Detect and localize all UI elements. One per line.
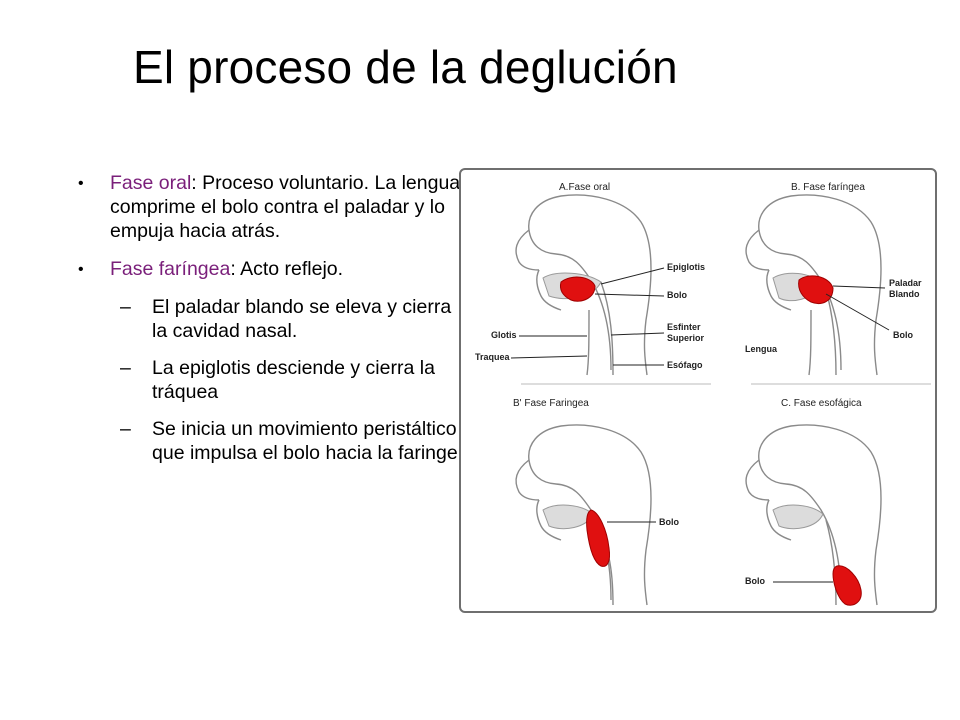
subitem-text: La epiglotis desciende y cierra la tráqu… (152, 356, 435, 403)
sub-dash: – (120, 295, 131, 318)
head-profile-c (758, 424, 882, 606)
panel-heading-c: C. Fase esofágica (781, 398, 862, 409)
arrow-esfinter (610, 332, 665, 336)
label-bolo-c: Bolo (745, 576, 765, 586)
pharynx-c (825, 519, 837, 606)
label-lengua: Lengua (745, 344, 778, 354)
panel-fase-oral: A.Fase oral Epiglotis Bolo Esfinter Supe… (475, 182, 705, 376)
arrow-bolo-b (825, 293, 890, 331)
sub-dash: – (120, 356, 131, 379)
label-glotis: Glotis (491, 330, 517, 340)
panel-heading-b2: B' Fase Faringea (513, 398, 589, 409)
nose-b (745, 229, 770, 271)
term-fase-faringea: Fase faríngea (110, 257, 231, 280)
tongue-c (772, 504, 824, 530)
subitem-epiglotis: – La epiglotis desciende y cierra la trá… (78, 357, 470, 405)
panel-heading-b: B. Fase faríngea (791, 182, 865, 193)
label-bolo-b: Bolo (893, 330, 913, 340)
bullet-dot: • (78, 175, 84, 192)
panel-fase-faringea-b2: B' Fase Faringea Bolo (513, 398, 679, 606)
bolus-a (560, 276, 596, 302)
arrow-paladar (832, 285, 886, 289)
label-superior: Superior (667, 333, 705, 343)
label-esfinter: Esfinter (667, 322, 701, 332)
page-title: El proceso de la deglución (133, 41, 678, 93)
pharynx-a (600, 281, 614, 376)
arrow-bolo-a (594, 293, 665, 297)
bullet-fase-oral: • Fase oral: Proceso voluntario. La leng… (78, 172, 470, 244)
subitem-text: Se inicia un movimiento peristáltico que… (152, 417, 464, 464)
bullet-fase-faringea: • Fase faríngea: Acto reflejo. (78, 258, 470, 282)
label-paladar: Paladar (889, 278, 922, 288)
trachea-a (586, 309, 590, 376)
bullet-dot: • (78, 260, 84, 278)
bolus-b (798, 275, 834, 304)
subitem-paladar: – El paladar blando se eleva y cierra la… (78, 296, 470, 344)
jaw-a (536, 269, 562, 311)
diagram-svg: A.Fase oral Epiglotis Bolo Esfinter Supe… (475, 182, 931, 606)
bolus-b2 (586, 509, 610, 567)
text-fase-oral: : Proceso voluntario. La lengua comprime… (110, 172, 461, 242)
arrow-traquea (510, 355, 588, 359)
arrow-epiglotis (600, 267, 665, 285)
trachea-b (808, 309, 812, 376)
text-fase-faringea: : Acto reflejo. (230, 257, 344, 280)
label-blando: Blando (889, 289, 920, 299)
nose-b2 (515, 459, 540, 501)
jaw-b2 (536, 499, 562, 541)
tongue-b2 (542, 504, 594, 530)
bullet-list: • Fase oral: Proceso voluntario. La leng… (78, 172, 470, 479)
panel-heading-a: A.Fase oral (559, 182, 610, 193)
nose-c (745, 459, 770, 501)
panel-fase-esofagica: C. Fase esofágica Bolo (745, 398, 882, 606)
label-bolo-a: Bolo (667, 290, 687, 300)
subitem-peristaltico: – Se inicia un movimiento peristáltico q… (78, 418, 470, 466)
panel-fase-faringea: B. Fase faríngea Paladar Blando Bolo Len… (745, 182, 922, 376)
subitem-text: El paladar blando se eleva y cierra la c… (152, 295, 452, 342)
bolus-c (832, 565, 862, 606)
sub-dash: – (120, 417, 131, 440)
label-esofago: Esófago (667, 360, 703, 370)
swallowing-diagram: A.Fase oral Epiglotis Bolo Esfinter Supe… (459, 168, 937, 613)
label-bolo-b2: Bolo (659, 517, 679, 527)
nose-a (515, 229, 540, 271)
term-fase-oral: Fase oral (110, 172, 192, 194)
jaw-b (766, 269, 792, 311)
jaw-c (766, 499, 792, 541)
label-traquea: Traquea (475, 352, 511, 362)
label-epiglotis: Epiglotis (667, 262, 705, 272)
